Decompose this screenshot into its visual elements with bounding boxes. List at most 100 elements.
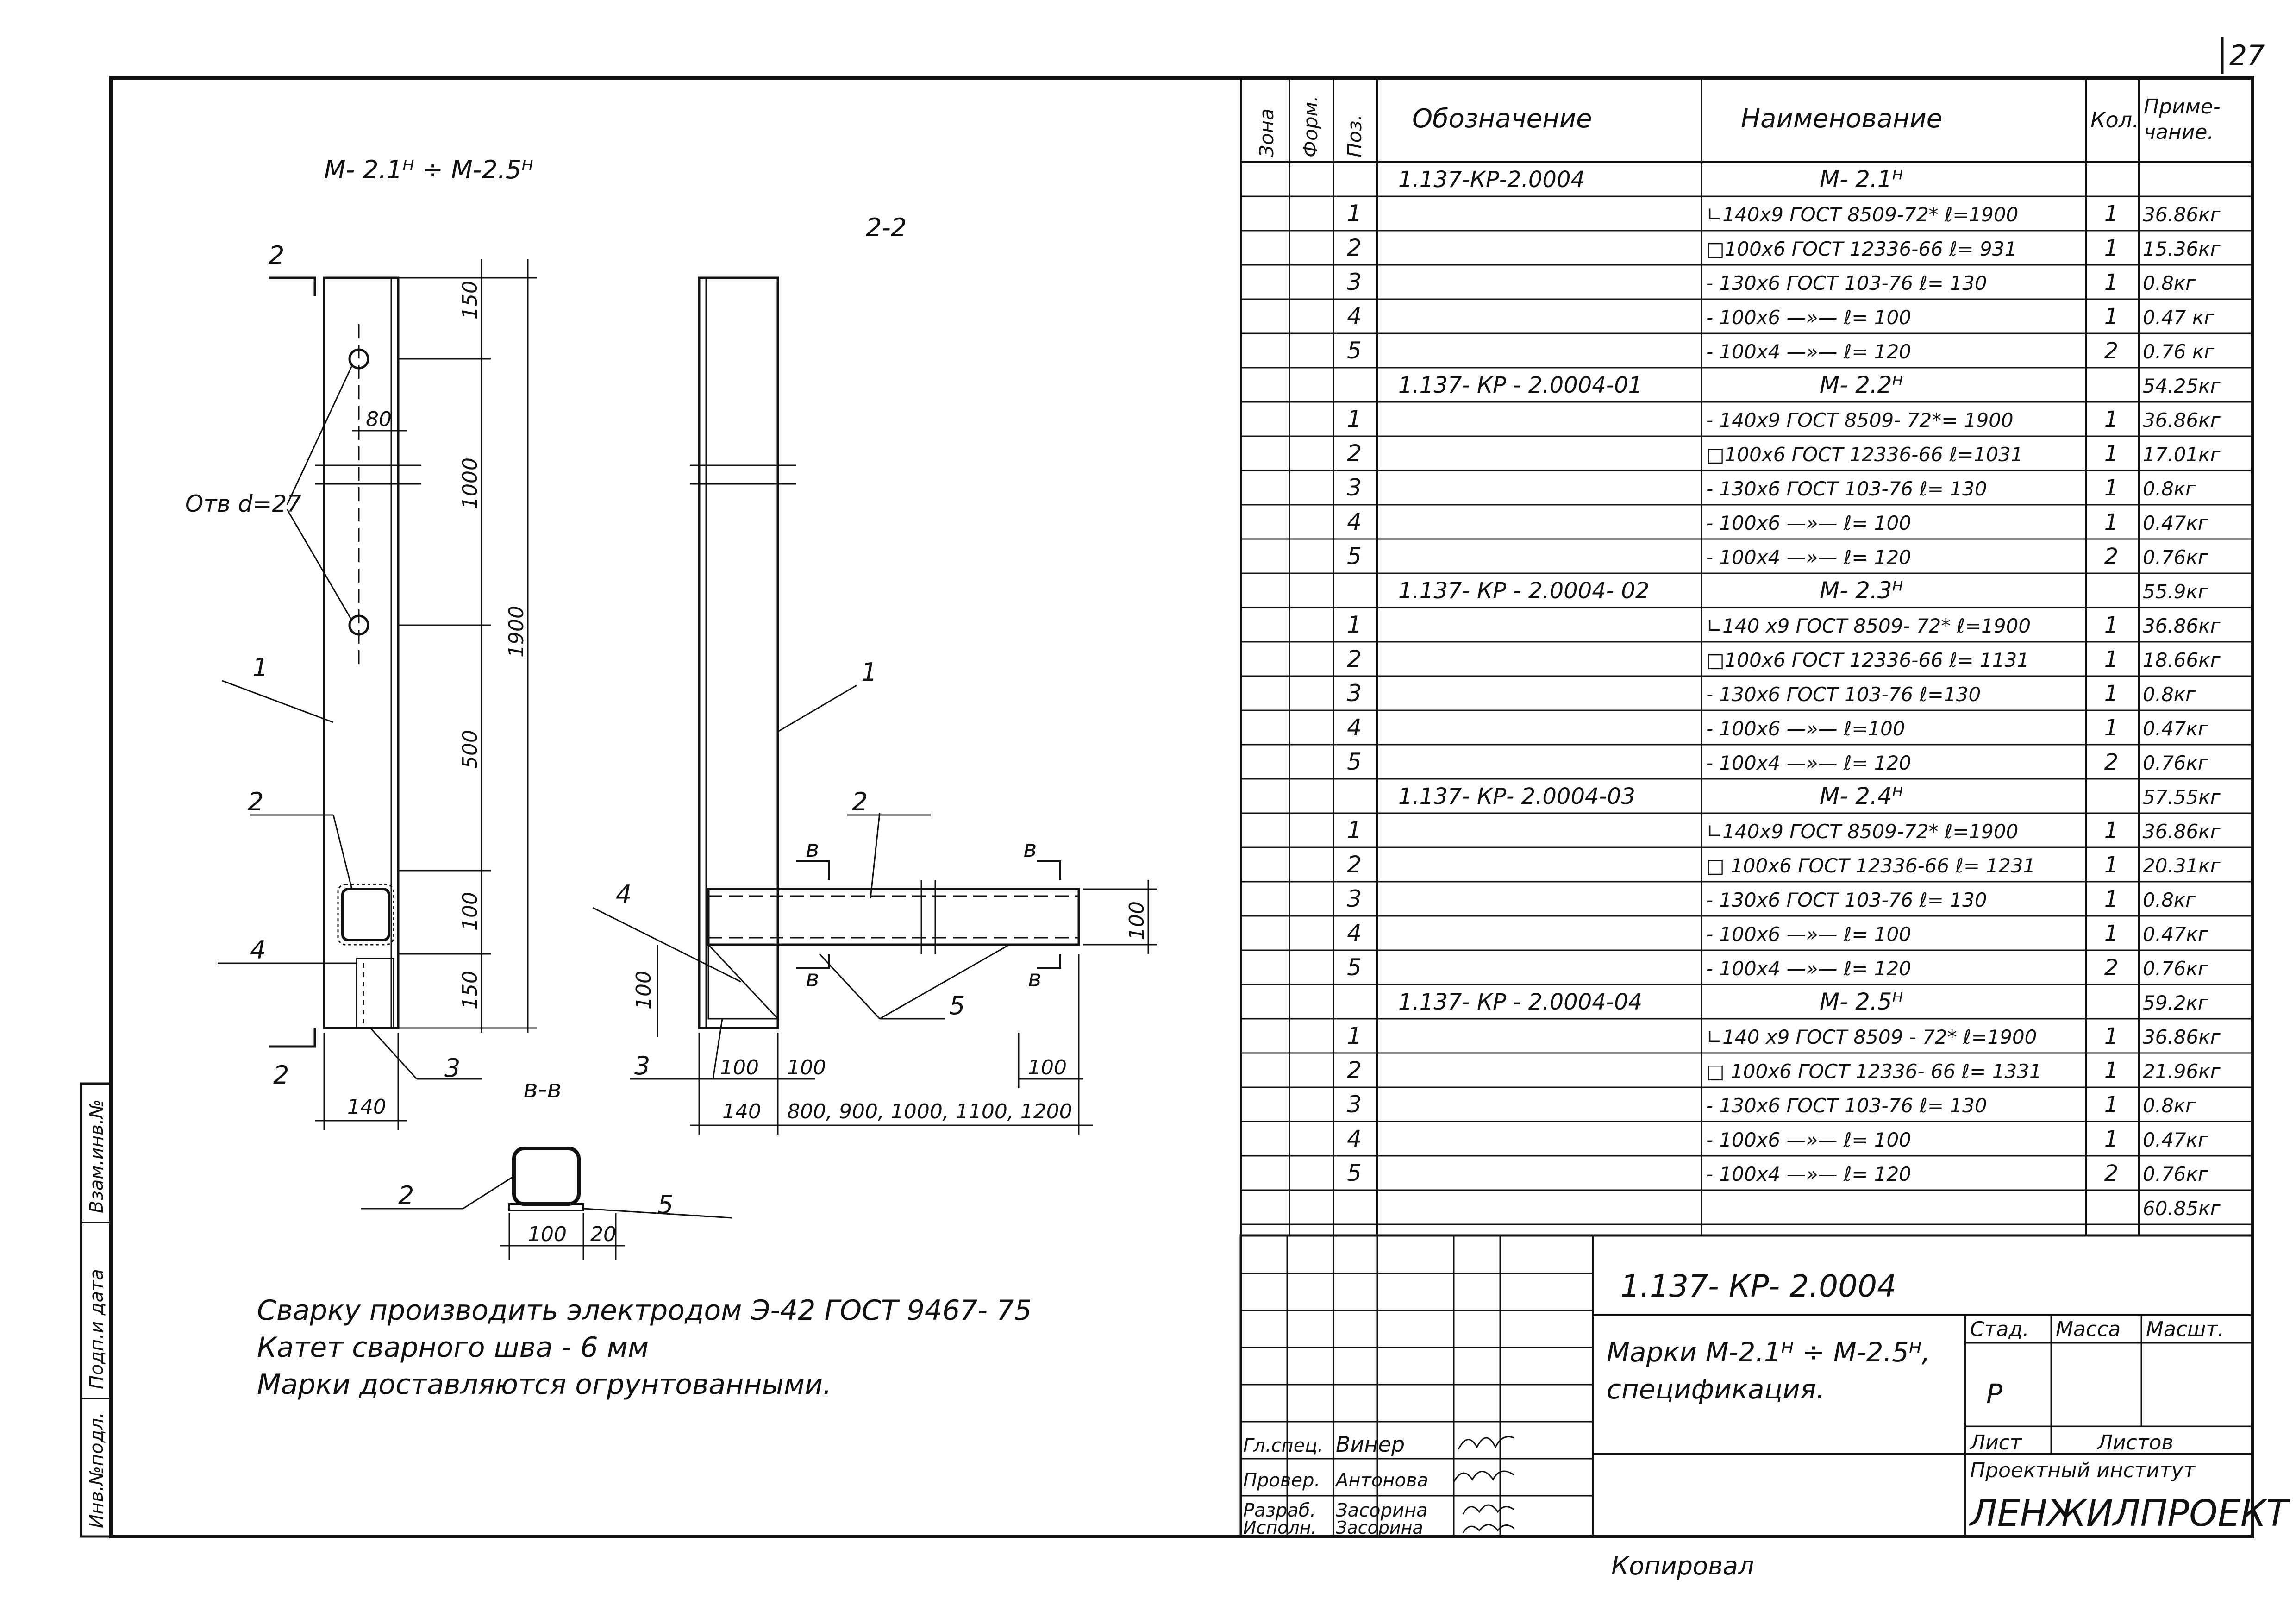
role-4: Исполн. (1243, 1517, 1317, 1538)
cell-name: □100x6 ГОСТ 12336-66 ℓ= 1131 (1706, 649, 2029, 671)
drawing-title: М- 2.1ᴴ ÷ М-2.5ᴴ (324, 155, 533, 184)
cell-qty: 1 (2104, 886, 2119, 912)
dim-140: 140 (347, 1095, 386, 1119)
cell-pos: 1 (1347, 200, 1362, 227)
side-dim-100-b: 100 (787, 1056, 826, 1079)
cell-note: 21.96кг (2143, 1060, 2221, 1083)
cell-note: 0.8кг (2143, 683, 2196, 706)
cell-name: - 130x6 ГОСТ 103-76 ℓ= 130 (1706, 272, 1987, 295)
cell-note: 55.9кг (2143, 580, 2208, 603)
side-dim-lengths: 800, 900, 1000, 1100, 1200 (787, 1100, 1072, 1123)
cell-qty: 1 (2104, 270, 2119, 295)
cell-pos: 2 (1347, 440, 1362, 467)
cell-name: М- 2.1ᴴ (1820, 166, 1903, 193)
cell-name: - 100x4 —»— ℓ= 120 (1706, 957, 1911, 980)
cell-note: 0.8кг (2143, 272, 2196, 295)
cell-note: 0.76кг (2143, 1163, 2208, 1185)
cell-name: □ 100x6 ГОСТ 12336-66 ℓ= 1231 (1706, 854, 2035, 877)
cell-qty: 1 (2104, 235, 2119, 261)
cell-note: 60.85кг (2143, 1197, 2221, 1220)
cell-qty: 1 (2104, 304, 2119, 330)
cell-designation: 1.137- КР - 2.0004- 02 (1398, 578, 1649, 604)
pos-1-label-front: 1 (252, 653, 268, 682)
cell-pos: 4 (1347, 508, 1362, 535)
cell-designation: 1.137- КР- 2.0004-03 (1398, 784, 1635, 809)
cell-qty: 1 (2104, 1092, 2119, 1118)
dim-1900: 1900 (505, 606, 528, 658)
cell-pos: 3 (1347, 885, 1362, 912)
cell-pos: 4 (1347, 303, 1362, 330)
cell-qty: 2 (2104, 955, 2119, 981)
cell-pos: 5 (1347, 543, 1362, 570)
side-view (592, 276, 1157, 1135)
signature-3 (1462, 1504, 1514, 1515)
person-1: Винер (1336, 1432, 1405, 1457)
th-pos: Поз. (1343, 114, 1366, 157)
cell-qty: 1 (2104, 921, 2119, 947)
pos-2-label-front: 2 (248, 787, 263, 816)
dim-150: 150 (458, 281, 482, 320)
cell-note: 36.86кг (2143, 409, 2221, 432)
cell-qty: 2 (2104, 1160, 2119, 1186)
doc-name-2: спецификация. (1607, 1373, 1825, 1405)
cell-name: - 100x4 —»— ℓ= 120 (1706, 340, 1911, 363)
pos-1-label-side: 1 (861, 658, 877, 687)
doc-code: 1.137- КР- 2.0004 (1620, 1268, 1896, 1304)
cell-note: 0.47кг (2143, 717, 2208, 740)
cell-name: ∟140 x9 ГОСТ 8509- 72* ℓ=1900 (1706, 614, 2031, 637)
cell-note: 59.2кг (2143, 991, 2208, 1014)
cell-name: М- 2.5ᴴ (1820, 988, 1903, 1015)
cell-note: 0.47кг (2143, 512, 2208, 534)
cell-name: М- 2.4ᴴ (1820, 783, 1903, 809)
signature-4 (1462, 1524, 1514, 1533)
cell-name: - 140x9 ГОСТ 8509- 72*= 1900 (1706, 409, 2014, 432)
cut-mark-top: 2 (269, 241, 284, 270)
cell-note: 36.86кг (2143, 820, 2221, 843)
cell-name: - 100x6 —»— ℓ= 100 (1706, 923, 1911, 946)
cell-qty: 1 (2104, 441, 2119, 467)
cell-name: - 130x6 ГОСТ 103-76 ℓ=130 (1706, 683, 1981, 706)
title-block-grid (1239, 1234, 2254, 1538)
page-number: 27 (2229, 39, 2265, 72)
cell-qty: 1 (2104, 681, 2119, 707)
cell-name: - 100x6 —»— ℓ= 100 (1706, 512, 1911, 534)
bb-mark-4: в (1028, 965, 1041, 992)
cell-qty: 1 (2104, 407, 2119, 433)
cell-pos: 2 (1347, 1057, 1362, 1084)
cell-note: 0.76 кг (2143, 340, 2215, 363)
cell-qty: 1 (2104, 852, 2119, 878)
cell-note: 36.86кг (2143, 614, 2221, 637)
pos-4-label-front: 4 (250, 935, 266, 965)
cell-pos: 5 (1347, 954, 1362, 981)
person-4: Засорина (1336, 1517, 1423, 1538)
cell-note: 15.36кг (2143, 238, 2221, 260)
cell-name: - 100x6 —»— ℓ= 100 (1706, 1129, 1911, 1151)
cell-name: - 130x6 ГОСТ 103-76 ℓ= 130 (1706, 477, 1987, 500)
org-name: ЛЕНЖИЛПРОЕКТ (1969, 1493, 2290, 1535)
cell-qty: 1 (2104, 715, 2119, 741)
th-format: Форм. (1299, 95, 1322, 157)
side-dim-100-left: 100 (632, 971, 656, 1010)
stamp-inv-label: Инв.№подл. (86, 1412, 107, 1528)
cell-pos: 2 (1347, 646, 1362, 672)
th-zone: Зона (1255, 108, 1278, 157)
left-stamp: Инв.№подл. Подп.и дата Взам.инв.№ (80, 1082, 113, 1538)
scale-header: Масшт. (2146, 1317, 2224, 1341)
th-qty: Кол. (2090, 107, 2139, 132)
cell-note: 0.8кг (2143, 1094, 2196, 1117)
front-view (218, 259, 537, 1130)
cell-name: - 100x4 —»— ℓ= 120 (1706, 546, 1911, 569)
cell-note: 0.47кг (2143, 1129, 2208, 1151)
cell-designation: 1.137-КР-2.0004 (1398, 167, 1585, 193)
stamp-repl-label: Взам.инв.№ (86, 1099, 107, 1213)
pos-3-label-front: 3 (444, 1053, 460, 1083)
cell-note: 0.47кг (2143, 923, 2208, 946)
cell-qty: 1 (2104, 646, 2119, 672)
bb-mark-3: в (1023, 835, 1037, 862)
dim-1000: 1000 (458, 458, 482, 509)
pos-5-label-side: 5 (949, 991, 965, 1020)
cell-pos: 4 (1347, 920, 1362, 947)
cell-pos: 3 (1347, 474, 1362, 501)
cell-pos: 5 (1347, 337, 1362, 364)
cell-name: ∟140 x9 ГОСТ 8509 - 72* ℓ=1900 (1706, 1026, 2037, 1048)
